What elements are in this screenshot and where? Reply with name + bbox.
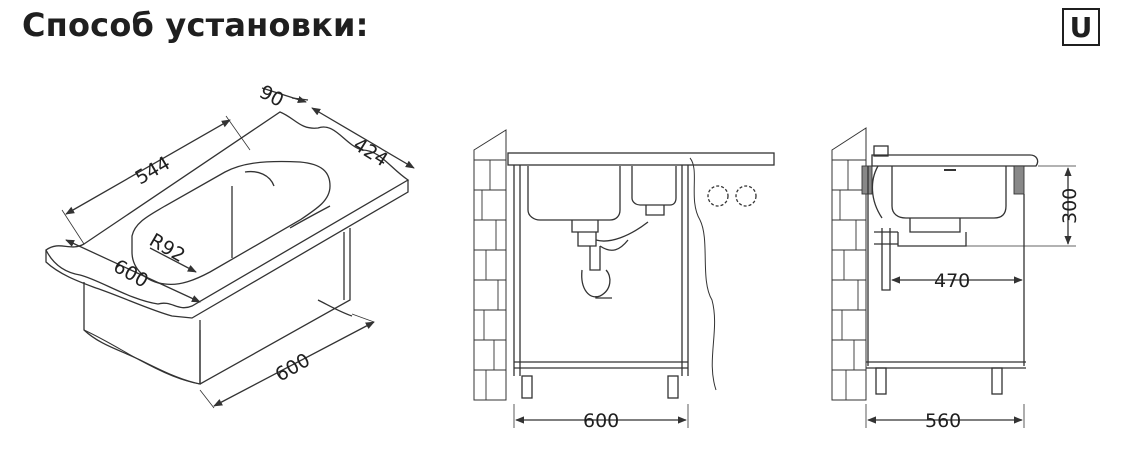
dim-iso-cabinet: 600: [272, 349, 314, 386]
dim-side-depth: 560: [925, 410, 961, 432]
dim-iso-radius: R92: [146, 229, 189, 267]
dim-iso-depth-front: 600: [110, 255, 152, 292]
isometric-view: [45, 87, 415, 409]
dim-iso-length: 544: [132, 152, 174, 189]
dim-iso-depth-top: 424: [349, 134, 391, 172]
dim-front-width: 600: [583, 410, 619, 432]
dim-side-height: 300: [1059, 188, 1081, 224]
side-view: [831, 127, 1076, 428]
page-title: Способ установки:: [22, 6, 369, 44]
dim-side-offset: 470: [934, 270, 970, 292]
dim-iso-width: 90: [256, 81, 288, 112]
front-view: [473, 129, 775, 428]
mount-type-badge: U: [1062, 8, 1100, 46]
